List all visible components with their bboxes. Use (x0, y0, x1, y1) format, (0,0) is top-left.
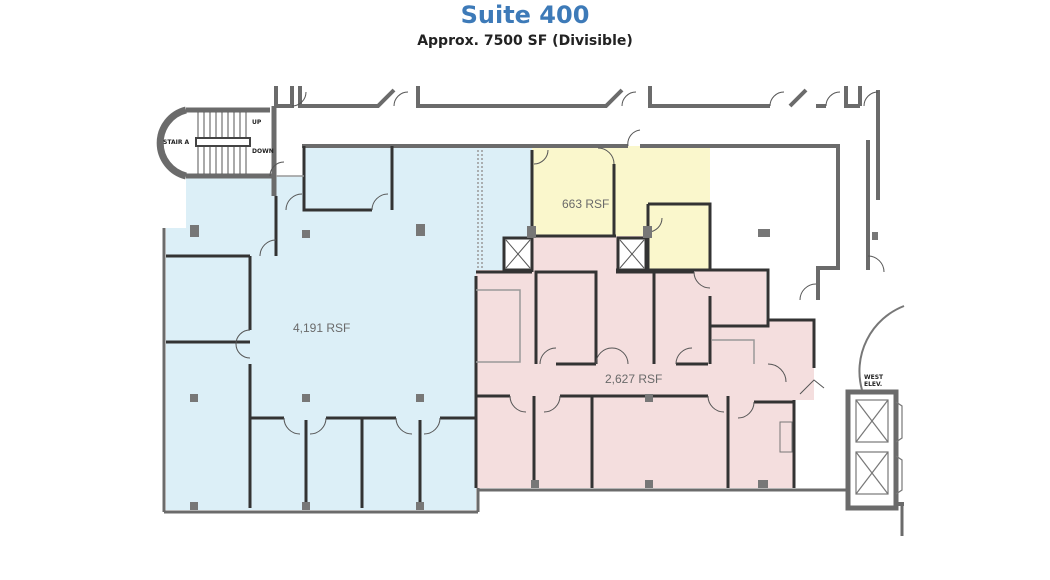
yellow-space-fill (532, 146, 710, 270)
elevator-label-line2: ELEV. (864, 381, 883, 388)
door-swings (235, 91, 885, 435)
stair-up-label: UP (252, 119, 262, 126)
stair-down-label: DOWN (252, 148, 274, 155)
light-partitions (276, 150, 755, 364)
blue-space-area-label: 4,191 RSF (293, 321, 351, 335)
yellow-space-area-label: 663 RSF (562, 197, 610, 211)
pink-space-area-label: 2,627 RSF (605, 372, 663, 386)
elevator-cabs (855, 305, 905, 495)
columns (190, 224, 878, 510)
page-subtitle: Approx. 7500 SF (Divisible) (417, 33, 633, 49)
interior-partitions (166, 146, 816, 508)
stair-treads (195, 112, 251, 174)
page-title: Suite 400 (460, 1, 590, 29)
stair-label: STAIR A (163, 139, 190, 146)
shafts (502, 236, 648, 272)
pink-space-fill (476, 236, 814, 488)
elevator-label-line1: WEST (864, 374, 884, 381)
exterior-walls (156, 86, 904, 536)
